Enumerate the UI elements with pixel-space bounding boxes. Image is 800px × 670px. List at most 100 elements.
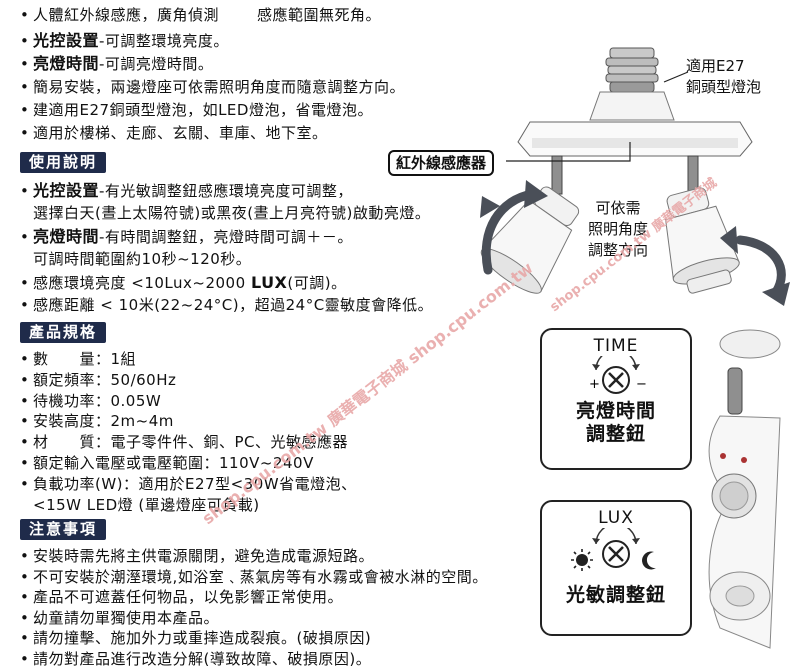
time-caption: 調整鈕 — [585, 423, 646, 445]
lamp-holder-illustration — [480, 47, 790, 306]
feature-line: •簡易安裝，兩邊燈座可依需照明角度而隨意調整方向。 — [20, 78, 406, 96]
feature-line: •光控設置-可調整環境亮度。 — [20, 31, 229, 50]
adjust-note-line: 可依需 — [595, 199, 641, 217]
caution-row-text: 不可安裝於潮溼環境,如浴室﹑蒸氣房等有水霧或會被水淋的空間。 — [33, 567, 488, 586]
adjust-note-line: 調整方向 — [588, 241, 649, 259]
usage-bold: LUX — [250, 273, 288, 292]
e27-label: 適用E27 銅頭型燈泡 — [686, 56, 761, 98]
bullet-dot: • — [20, 650, 30, 668]
bullet-dot: • — [20, 608, 30, 627]
spec-row-text: 安裝高度：2m~4m — [33, 412, 174, 431]
e27-screw-base — [589, 47, 675, 121]
feature-line: •人體紅外線感應，廣角偵測感應範圍無死角。 — [20, 6, 382, 24]
e27-label-line: 銅頭型燈泡 — [686, 78, 762, 96]
holder-body — [517, 121, 753, 157]
usage-bold: 亮燈時間 — [33, 227, 100, 246]
caution-row: •安裝時需先將主供電源關閉，避免造成電源短路。 — [20, 547, 374, 566]
sun-icon — [571, 549, 593, 571]
feature-text: 適用於樓梯、走廊、玄關、車庫、地下室。 — [33, 124, 328, 142]
spec-row: •額定頻率：50/60Hz — [20, 371, 176, 390]
section-header-cautions: 注意事項 — [20, 519, 107, 540]
lux-title: LUX — [598, 508, 634, 528]
e27-leader-line — [663, 71, 689, 83]
indicator-dot — [741, 457, 747, 463]
feature-line: •亮燈時間-可調亮燈時間。 — [20, 54, 214, 73]
bullet-dot: • — [20, 391, 30, 410]
spec-row: •待機功率：0.05W — [20, 392, 161, 411]
spec-row: •數 量：1組 — [20, 350, 136, 369]
bullet-dot: • — [20, 474, 30, 493]
time-dial-icon: + − — [589, 349, 647, 394]
spec-row: •額定輸入電壓或電壓範圍：110V~240V — [20, 454, 314, 473]
rotate-arrow-right-icon — [720, 226, 790, 306]
e27-label-line: 適用E27 — [686, 57, 745, 75]
sensor-leader-line — [506, 142, 631, 162]
feature-text: 建適用E27銅頭型燈泡，如LED燈泡，省電燈泡。 — [33, 101, 373, 119]
time-control-box: TIME + − 亮燈時間 調整鈕 — [540, 328, 692, 470]
sensor-tag: 紅外線感應器 — [388, 150, 495, 176]
right-socket — [665, 187, 740, 294]
spec-row-text: 額定輸入電壓或電壓範圍：110V~240V — [33, 454, 314, 472]
feature-text: 人體紅外線感應，廣角偵測 — [33, 6, 220, 24]
spec-row-text: 負載功率(W)：適用於E27型<30W省電燈泡、 — [33, 474, 357, 493]
feature-text: 感應範圍無死角。 — [257, 6, 382, 24]
lux-dial-icon — [571, 523, 656, 571]
time-title: TIME — [593, 336, 639, 356]
adjust-direction-note: 可依需 照明角度 調整方向 — [588, 198, 648, 261]
section-header-specs: 產品規格 — [20, 322, 107, 343]
adjust-note-line: 照明角度 — [588, 220, 649, 238]
bullet-dot: • — [20, 412, 30, 431]
moon-icon — [642, 551, 656, 570]
feature-text: 簡易安裝，兩邊燈座可依需照明角度而隨意調整方向。 — [33, 78, 406, 96]
feature-line: •建適用E27銅頭型燈泡，如LED燈泡，省電燈泡。 — [20, 101, 373, 119]
lux-caption: 光敏調整鈕 — [565, 584, 666, 606]
time-plus-label: + — [589, 377, 600, 392]
feature-bold: 亮燈時間 — [33, 54, 100, 73]
caution-row: •產品不可遮蓋任何物品，以免影響正常使用。 — [20, 588, 343, 607]
caution-row: •請勿撞擊、施加外力或重摔造成裂痕。(破損原因) — [20, 629, 371, 648]
usage-text: -有時間調整鈕，亮燈時間可調＋－。 — [99, 228, 353, 246]
usage-line: •亮燈時間-有時間調整鈕，亮燈時間可調＋－。 — [20, 227, 353, 246]
spec-row: •安裝高度：2m~4m — [20, 412, 174, 431]
bullet-dot: • — [20, 370, 30, 389]
bullet-dot: • — [20, 433, 30, 452]
time-minus-label: − — [636, 377, 647, 392]
spec-row-text: 數 量：1組 — [33, 350, 137, 368]
usage-line: 選擇白天(晝上太陽符號)或黑夜(晝上月亮符號)啟動亮燈。 — [33, 204, 431, 222]
bullet-dot: • — [20, 547, 30, 565]
left-arm — [551, 155, 563, 195]
usage-line: •光控設置-有光敏調整鈕感應環境亮度可調整， — [20, 181, 353, 200]
bullet-dot: • — [20, 588, 30, 607]
caution-row-text: 幼童請勿單獨使用本產品。 — [33, 608, 220, 627]
usage-line: •感應距離 < 10米(22~24°C)，超過24°C靈敏度會降低。 — [20, 296, 434, 314]
usage-bold: 光控設置 — [33, 181, 100, 200]
caution-row: •請勿對產品進行改造分解(導致故障、破損原因)。 — [20, 650, 371, 669]
feature-text: -可調亮燈時間。 — [99, 55, 214, 73]
usage-line: •感應環境亮度 <10Lux~2000 LUX(可調)。 — [20, 273, 347, 292]
usage-text: -有光敏調整鈕感應環境亮度可調整， — [99, 182, 353, 200]
time-caption: 亮燈時間 — [575, 400, 656, 422]
spec-row-text: <15W LED燈 (單邊燈座可負載) — [33, 495, 260, 514]
lux-control-box: LUX 光敏調整鈕 — [540, 500, 692, 636]
caution-row: •幼童請勿單獨使用本產品。 — [20, 609, 219, 628]
spec-row: •負載功率(W)：適用於E27型<30W省電燈泡、 — [20, 475, 357, 494]
caution-row-text: 請勿撞擊、施加外力或重摔造成裂痕。(破損原因) — [33, 629, 372, 648]
usage-line: 可調時間範圍約10秒~120秒。 — [33, 250, 252, 268]
caution-row-text: 產品不可遮蓋任何物品，以免影響正常使用。 — [33, 588, 344, 607]
feature-line: •適用於樓梯、走廊、玄關、車庫、地下室。 — [20, 124, 328, 142]
indicator-dot — [720, 453, 726, 459]
feature-bold: 光控設置 — [33, 31, 100, 50]
sensor-unit-illustration — [708, 329, 781, 649]
rotate-arrow-left-icon — [480, 180, 548, 275]
caution-row: •不可安裝於潮溼環境,如浴室﹑蒸氣房等有水霧或會被水淋的空間。 — [20, 568, 488, 587]
spec-row-text: 額定頻率：50/60Hz — [33, 370, 177, 389]
usage-text: (可調)。 — [287, 274, 347, 292]
section-header-usage: 使用說明 — [20, 152, 107, 173]
bullet-dot: • — [20, 567, 30, 586]
caution-row-text: 安裝時需先將主供電源關閉，避免造成電源短路。 — [33, 547, 375, 565]
bullet-dot: • — [20, 454, 30, 472]
bullet-dot: • — [20, 629, 30, 648]
feature-text: -可調整環境亮度。 — [99, 32, 229, 50]
spec-row-text: 材 質：電子零件件、銅、PC、光敏感應器 — [33, 433, 349, 452]
spec-row: <15W LED燈 (單邊燈座可負載) — [33, 496, 260, 515]
